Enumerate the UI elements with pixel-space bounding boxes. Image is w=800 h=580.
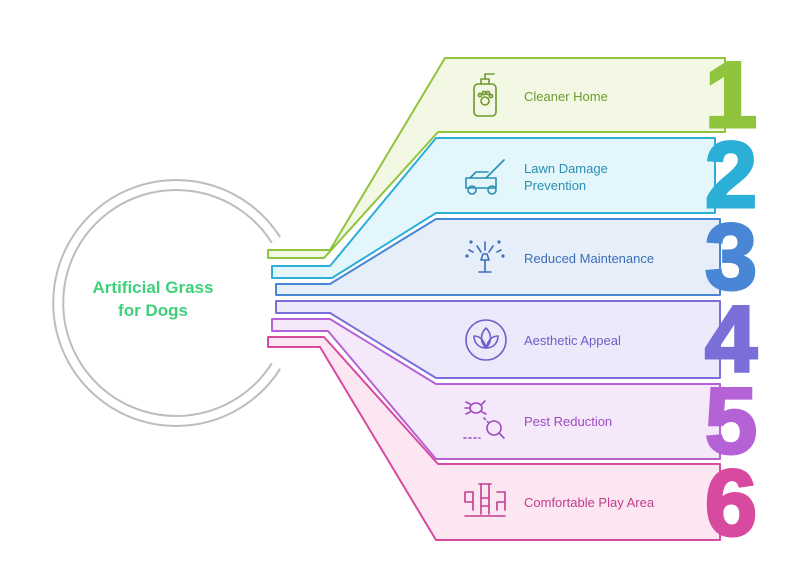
lawn-mower-icon (465, 159, 505, 195)
hub-title-line-1: Artificial Grass (92, 278, 214, 297)
item-2-text-line-1: Lawn Damage (524, 161, 608, 176)
number-1: 1 (703, 42, 758, 147)
sprinkler-icon (465, 240, 505, 273)
item-label-4: Aesthetic Appeal (524, 332, 621, 349)
band-3 (275, 218, 721, 296)
item-label-6: Comfortable Play Area (524, 494, 654, 511)
number-2: 2 (703, 122, 758, 227)
item-label-3: Reduced Maintenance (524, 250, 654, 267)
soap-dispenser-paw-icon (473, 73, 497, 117)
playground-icon (464, 483, 506, 517)
hub-title-line-2: for Dogs (118, 301, 188, 320)
number-6: 6 (703, 450, 758, 555)
item-label-1: Cleaner Home (524, 88, 608, 105)
bug-magnifier-icon (463, 400, 505, 439)
item-4-text: Aesthetic Appeal (524, 333, 621, 348)
number-3: 3 (703, 204, 758, 309)
item-label-2: Lawn Damage Prevention (524, 160, 608, 194)
hub-title: Artificial Grass for Dogs (58, 276, 248, 322)
hub-ring (52, 179, 282, 427)
item-1-text: Cleaner Home (524, 89, 608, 104)
band-5 (271, 318, 721, 460)
item-6-text: Comfortable Play Area (524, 495, 655, 510)
band-1 (267, 57, 726, 259)
item-2-text-line-2: Prevention (524, 178, 587, 193)
number-4: 4 (703, 286, 758, 391)
item-label-5: Pest Reduction (524, 413, 612, 430)
number-5: 5 (703, 368, 758, 473)
item-5-text: Pest Reduction (524, 414, 613, 429)
lotus-icon (465, 319, 507, 361)
band-6 (267, 336, 721, 541)
band-2 (271, 137, 716, 279)
item-3-text: Reduced Maintenance (524, 251, 655, 266)
